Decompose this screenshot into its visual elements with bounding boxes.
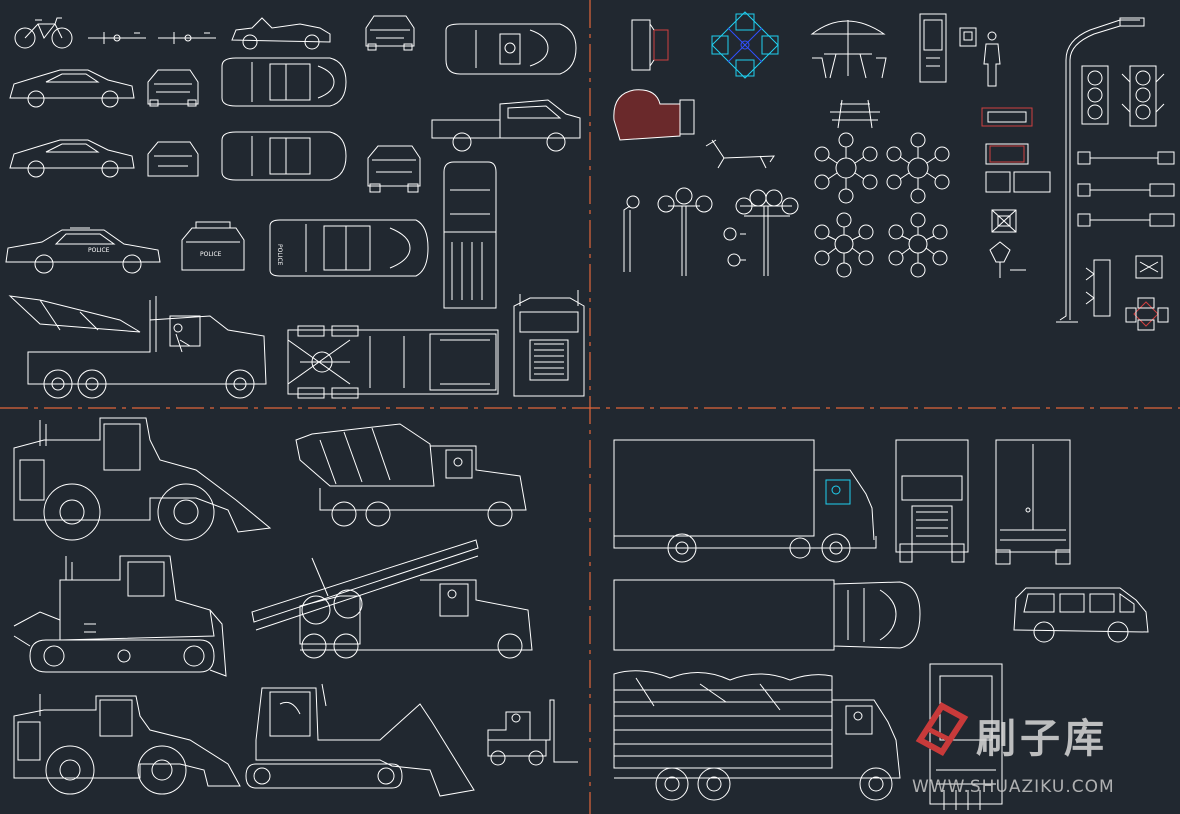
log-truck-icon: [251, 539, 533, 659]
playground-equipment-icon: [711, 11, 779, 79]
box-truck-side-icon: [613, 439, 877, 563]
bicycle-icon: [14, 17, 73, 49]
watermark: 刷子库 WWW.SHUAZIKU.COM: [912, 702, 1115, 797]
table-cluster-icon: [814, 132, 878, 204]
playground-top-icon: [1125, 297, 1169, 331]
convertible-top-icon: [445, 23, 577, 75]
picnic-table-icon: [830, 99, 880, 129]
watermark-text-en: WWW.SHUAZIKU.COM: [912, 777, 1115, 797]
traffic-light-icon: [1121, 65, 1165, 127]
sign-icon: [1135, 255, 1163, 279]
phone-icon: [959, 27, 977, 47]
police-car-side-icon: POLICE: [5, 227, 161, 274]
lamp-post-icon: [623, 195, 640, 272]
lounge-chair-icon: [705, 139, 775, 169]
lamp-post-icon: [657, 187, 713, 276]
barrier-icon: [1077, 151, 1175, 227]
flatbed-trailer-top-icon: [287, 325, 499, 399]
sports-car-rear-icon: [147, 69, 199, 107]
vending-machine-icon: [919, 13, 947, 83]
police-car-front-icon: POLICE: [181, 221, 245, 271]
bicycle-top-icon: [158, 32, 216, 44]
bench-icon: [631, 19, 669, 71]
pickup-side-icon: [431, 99, 581, 152]
bicycle-top-icon: [88, 32, 146, 44]
convertible-front-icon: [365, 15, 415, 51]
svg-text:POLICE: POLICE: [88, 247, 110, 254]
crawler-loader-icon: [245, 683, 475, 797]
box-truck-rear-icon: [995, 439, 1071, 565]
brush-logo-icon: [915, 702, 969, 756]
sports-car-top-icon: [221, 131, 347, 181]
traffic-light-icon: [1081, 65, 1109, 125]
quadrant-construction-vehicles: [13, 417, 578, 797]
parking-meter-icon: [981, 107, 1033, 127]
table-cluster-icon: [888, 212, 948, 278]
pickup-top-icon: [443, 161, 497, 309]
semi-truck-front-icon: [513, 290, 585, 397]
lamp-post-icon: [735, 189, 799, 276]
fountain-icon: [991, 209, 1017, 233]
patio-umbrella-set-icon: [810, 20, 887, 79]
svg-text:POLICE: POLICE: [276, 244, 283, 266]
tow-truck-side-icon: [8, 295, 267, 399]
cement-mixer-icon: [295, 423, 527, 527]
quadrant-delivery-trucks: [613, 439, 1149, 810]
street-light-icon: [1056, 17, 1145, 323]
watermark-text-cn: 刷子库: [976, 716, 1108, 762]
signal-head-icon: [1085, 259, 1111, 317]
sports-car-side-icon: [9, 139, 135, 178]
bulldozer-icon: [13, 555, 227, 677]
forklift-icon: [487, 699, 578, 766]
sports-car-side-icon: [9, 69, 135, 108]
lamp-post-icon: [723, 227, 746, 267]
wheel-loader-icon: [13, 694, 241, 795]
quadrant-cars-and-trucks: POLICE POLICE POLICE: [5, 15, 585, 399]
svg-text:POLICE: POLICE: [200, 251, 222, 258]
grand-piano-icon: [613, 89, 695, 141]
covered-truck-side-icon: [613, 670, 901, 801]
sports-car-top-icon: [221, 57, 347, 107]
street-lamp-icon: [989, 241, 1026, 278]
van-side-icon: [1013, 587, 1149, 643]
pickup-front-icon: [367, 145, 421, 193]
convertible-side-icon: [231, 17, 331, 50]
wheel-loader-icon: [13, 417, 272, 541]
police-car-top-icon: POLICE: [269, 219, 429, 277]
box-truck-front-icon: [895, 439, 969, 563]
quadrant-street-furniture: [613, 11, 1175, 331]
box-truck-top-icon: [613, 579, 921, 651]
truck-rear-icon: [929, 663, 1003, 810]
parking-meter-icon: [985, 171, 1051, 193]
table-cluster-icon: [814, 212, 874, 278]
person-standing-icon: [983, 31, 1001, 87]
sports-car-front-icon: [147, 141, 199, 177]
parking-meter-icon: [985, 143, 1029, 165]
table-cluster-icon: [886, 132, 950, 204]
